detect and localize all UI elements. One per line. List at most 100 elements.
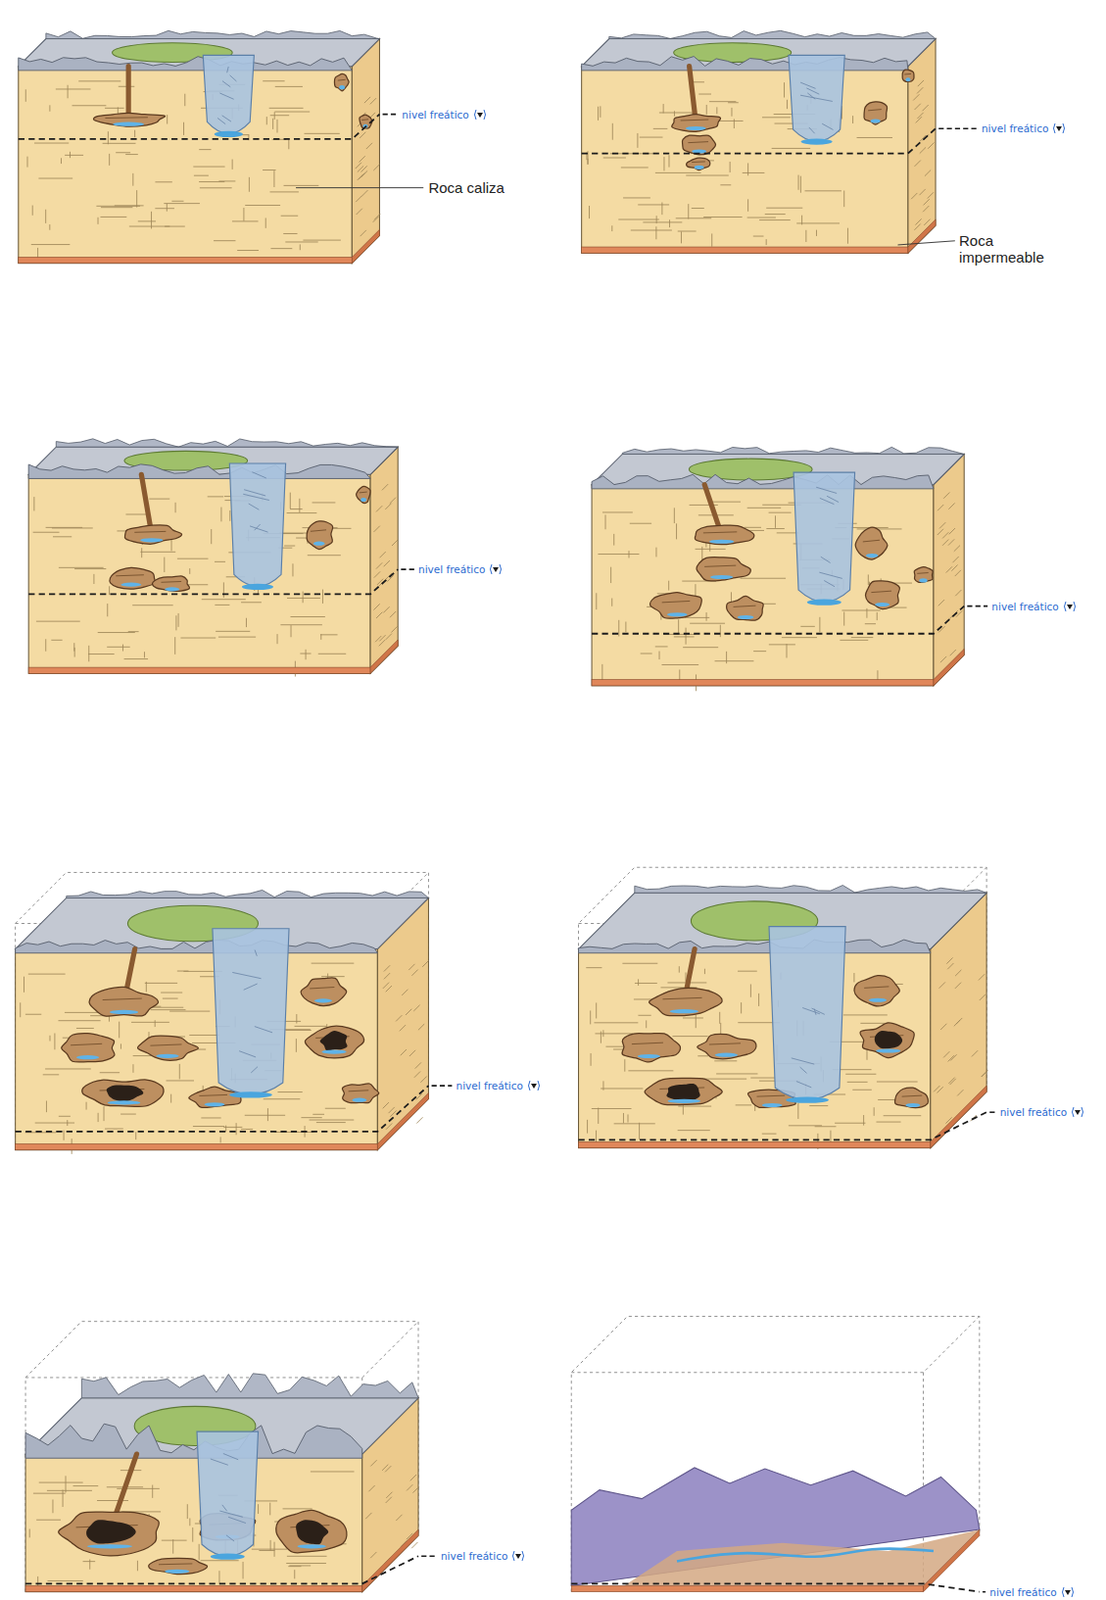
limestone-fractures	[376, 505, 383, 512]
karst-surface	[591, 474, 934, 489]
limestone-fractures	[954, 545, 961, 552]
limestone-fractures	[698, 94, 712, 96]
limestone-fractures	[800, 176, 802, 193]
limestone-fractures	[373, 164, 380, 171]
limestone-fractures	[730, 107, 732, 117]
karst-surface	[581, 56, 909, 71]
cave	[348, 1090, 370, 1092]
limestone-fractures	[742, 172, 766, 174]
limestone-fractures	[210, 528, 212, 544]
limestone-fractures	[359, 132, 366, 139]
limestone-block	[370, 446, 398, 674]
impermeable-rock	[15, 1143, 379, 1150]
water-table-symbol	[472, 108, 488, 121]
limestone-fractures	[86, 1102, 88, 1110]
cave	[686, 157, 711, 170]
limestone-fractures	[876, 1081, 918, 1083]
limestone-fractures	[189, 1518, 191, 1527]
limestone-fractures	[283, 1507, 313, 1509]
limestone-fractures	[601, 664, 603, 681]
cave	[313, 541, 326, 546]
limestone-fractures	[913, 224, 920, 231]
cave	[870, 118, 881, 123]
limestone-fractures	[981, 1070, 988, 1077]
limestone-fractures	[758, 993, 760, 1007]
limestone-fractures	[262, 80, 285, 82]
limestone-fractures	[661, 664, 699, 666]
limestone-fractures	[711, 233, 713, 246]
limestone-fractures	[843, 612, 845, 626]
limestone-fractures	[374, 526, 381, 532]
water-table-symbol	[1059, 1586, 1076, 1598]
doline	[800, 1066, 808, 1073]
limestone-fractures	[656, 215, 658, 224]
leader-line	[966, 605, 988, 608]
limestone-fractures	[370, 97, 377, 104]
block-diagram	[571, 1315, 986, 1591]
limestone-fractures	[232, 220, 259, 222]
limestone-fractures	[374, 213, 381, 220]
limestone-fractures	[108, 585, 110, 595]
limestone-fractures	[788, 1124, 822, 1126]
limestone-fractures	[706, 104, 708, 115]
limestone-fractures	[145, 981, 147, 992]
limestone-fractures	[629, 523, 652, 525]
limestone-fractures	[96, 205, 141, 207]
leader-line	[400, 568, 415, 571]
limestone-fractures	[283, 233, 297, 235]
limestone-fractures	[720, 625, 722, 637]
limestone-fractures	[150, 1009, 187, 1010]
limestone-fractures	[150, 211, 152, 230]
cave	[164, 586, 180, 591]
cave	[666, 1083, 700, 1102]
limestone-fractures	[23, 976, 25, 993]
doline	[227, 66, 230, 73]
karst-surface	[578, 939, 931, 954]
limestone-fractures	[48, 1035, 50, 1042]
limestone-fractures	[244, 1114, 286, 1116]
limestone-fractures	[177, 970, 190, 972]
doline	[788, 54, 845, 145]
cave	[337, 79, 346, 82]
impermeable-rock	[581, 246, 909, 253]
water-table-label: nivel freático	[989, 1586, 1075, 1598]
limestone-fractures	[645, 1019, 647, 1028]
doline	[243, 489, 266, 496]
limestone-fractures	[611, 598, 613, 607]
limestone-fractures	[948, 502, 955, 509]
limestone-fractures	[797, 1103, 799, 1119]
limestone-fractures	[273, 170, 275, 188]
water-table-symbol	[499, 564, 502, 575]
limestone-fractures	[154, 181, 172, 183]
limestone-fractures	[950, 649, 957, 656]
limestone-fractures	[422, 961, 429, 967]
cave	[685, 126, 707, 131]
limestone-fractures	[805, 190, 842, 192]
leader-line	[898, 240, 956, 245]
limestone-fractures	[947, 962, 954, 969]
cave	[320, 1030, 348, 1051]
limestone-block	[28, 446, 398, 674]
limestone-fractures	[971, 1050, 978, 1057]
limestone-fractures	[36, 1519, 61, 1521]
limestone-fractures	[680, 231, 682, 243]
limestone-fractures	[35, 1122, 75, 1124]
water-table-symbol	[513, 1550, 516, 1561]
cave	[155, 1054, 179, 1058]
limestone-fractures	[177, 558, 209, 560]
limestone-fractures	[295, 1013, 297, 1023]
limestone-fractures	[750, 983, 752, 997]
karst-surface	[581, 30, 936, 71]
limestone-fractures	[602, 1029, 604, 1037]
rock-label: Roca caliza	[428, 179, 505, 196]
cave	[733, 605, 757, 607]
limestone-fractures	[624, 1058, 626, 1071]
cave	[668, 1099, 701, 1104]
limestone-fractures	[284, 545, 295, 547]
limestone-block	[18, 66, 353, 264]
karst-surface	[28, 438, 398, 480]
doline	[243, 983, 258, 990]
doline	[769, 926, 846, 1101]
limestone-fractures	[384, 972, 390, 979]
limestone-fractures	[716, 106, 718, 114]
